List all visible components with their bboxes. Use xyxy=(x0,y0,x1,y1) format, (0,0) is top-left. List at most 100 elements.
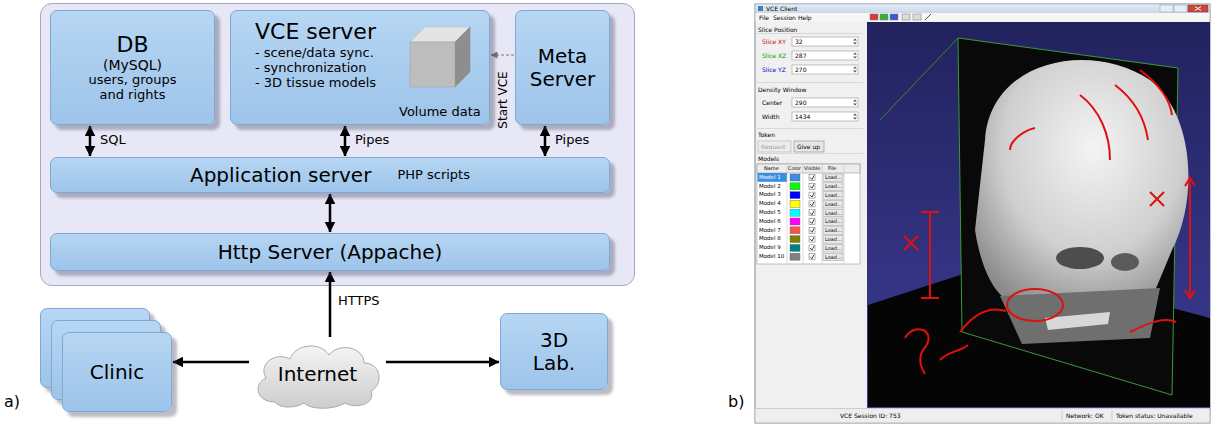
edge-label: Pipes xyxy=(555,133,589,146)
ui-label: Slice Position xyxy=(758,27,797,33)
path-shape xyxy=(904,236,918,250)
maximize-button xyxy=(1174,5,1187,12)
app-window xyxy=(755,4,1210,423)
node-title: Http Server (Appache) xyxy=(218,241,443,264)
path-shape xyxy=(853,39,857,45)
rect-shape xyxy=(790,227,800,234)
plane-edge xyxy=(880,38,958,120)
dashed-connector xyxy=(491,55,514,56)
path-shape xyxy=(810,193,814,197)
title-bar xyxy=(756,5,1210,14)
node-text: - 3D tissue models xyxy=(255,76,376,91)
rect-shape xyxy=(790,183,800,190)
rect-shape xyxy=(792,65,858,74)
path-shape xyxy=(1185,178,1195,298)
check-marks xyxy=(810,176,814,259)
rect-shape xyxy=(823,192,843,200)
ui-label: Slice XY xyxy=(762,39,786,45)
ui-label: Session xyxy=(773,15,796,21)
path-shape xyxy=(853,114,857,120)
ui-label: Load... xyxy=(825,246,842,251)
giveup-button xyxy=(794,141,824,152)
rect-shape xyxy=(410,42,455,87)
rect-shape xyxy=(809,227,815,233)
path-shape xyxy=(853,53,857,59)
path-shape xyxy=(810,184,814,188)
ui-label: Load... xyxy=(825,175,842,180)
ui-label: Request xyxy=(761,144,785,150)
rect-shape xyxy=(790,200,800,207)
status-bar xyxy=(756,408,1210,423)
ui-label: Slice YZ xyxy=(762,67,786,73)
edge-label: Pipes xyxy=(355,133,389,146)
rect-shape xyxy=(823,253,843,261)
skull-teeth xyxy=(1045,312,1110,330)
ui-label: Model 1 xyxy=(759,175,781,181)
connector-arrow xyxy=(329,194,332,232)
ui-label: VCE Session ID: 753 xyxy=(840,413,901,419)
path-shape xyxy=(810,211,814,215)
ui-label: 270 xyxy=(795,67,806,73)
node-title: Clinic xyxy=(90,361,144,384)
rect-shape xyxy=(790,209,800,216)
rect-shape xyxy=(809,219,815,225)
spin-boxes xyxy=(792,37,858,121)
ui-label: Token xyxy=(758,132,775,138)
ui-label: Load... xyxy=(825,237,842,242)
network-cloud: Internet xyxy=(250,338,385,410)
ui-label: Model 4 xyxy=(759,201,781,207)
path-shape xyxy=(1010,128,1035,150)
pen-icon xyxy=(925,14,931,20)
path-shape xyxy=(810,202,814,206)
node-title: Internet xyxy=(278,363,357,386)
ui-label: 32 xyxy=(795,39,803,45)
rect-shape xyxy=(823,227,843,235)
path-shape xyxy=(810,176,814,180)
node-text: (MySQL) xyxy=(103,57,162,73)
ui-label: Give up xyxy=(797,144,820,150)
ui-label: Visible xyxy=(804,166,820,171)
selected-cell xyxy=(758,173,788,182)
rect-shape xyxy=(790,174,800,181)
annotation-strokes xyxy=(904,70,1195,374)
path-shape xyxy=(810,228,814,232)
rect-shape xyxy=(823,183,843,191)
rect-shape xyxy=(792,112,858,121)
status-separators xyxy=(756,409,1210,422)
ui-label: File xyxy=(828,166,836,171)
spin-arrows xyxy=(853,39,857,120)
skull-orbit xyxy=(1111,253,1139,271)
ui-label: Token status: Unavailable xyxy=(1116,413,1193,419)
path-shape xyxy=(1150,192,1164,206)
minimize-button xyxy=(1160,5,1173,12)
rect-shape xyxy=(809,175,815,181)
rect-shape xyxy=(823,209,843,217)
ui-label: Width xyxy=(762,114,779,120)
connector-arrow xyxy=(344,126,347,156)
connector-arrow xyxy=(544,126,547,156)
node-title: Meta Server xyxy=(522,45,603,91)
rect-shape xyxy=(790,236,800,243)
node-text: users, groups and rights xyxy=(78,73,188,103)
ui-label: Load... xyxy=(825,184,842,189)
panel-letter: b) xyxy=(728,394,744,410)
ui-label: Model 8 xyxy=(759,236,781,242)
close-button xyxy=(1188,5,1208,12)
ui-label: Name xyxy=(764,166,779,171)
table-header xyxy=(757,164,860,173)
connector-arrow xyxy=(329,272,332,337)
server-band: Application serverPHP scripts xyxy=(50,157,610,193)
ui-label: Load... xyxy=(825,211,842,216)
client-box: 3D Lab. xyxy=(500,313,608,390)
ui-label: 287 xyxy=(795,53,806,59)
path-shape xyxy=(810,220,814,224)
rect-shape xyxy=(809,245,815,251)
client-box: Clinic xyxy=(62,332,172,412)
ui-label: Model 2 xyxy=(759,184,781,190)
skull-jaw xyxy=(1000,288,1160,344)
node-text: - scene/data sync. xyxy=(255,46,374,61)
path-shape xyxy=(810,246,814,250)
path-shape xyxy=(853,67,857,73)
panel-letter: a) xyxy=(4,394,20,410)
menu-bar xyxy=(756,13,1210,22)
